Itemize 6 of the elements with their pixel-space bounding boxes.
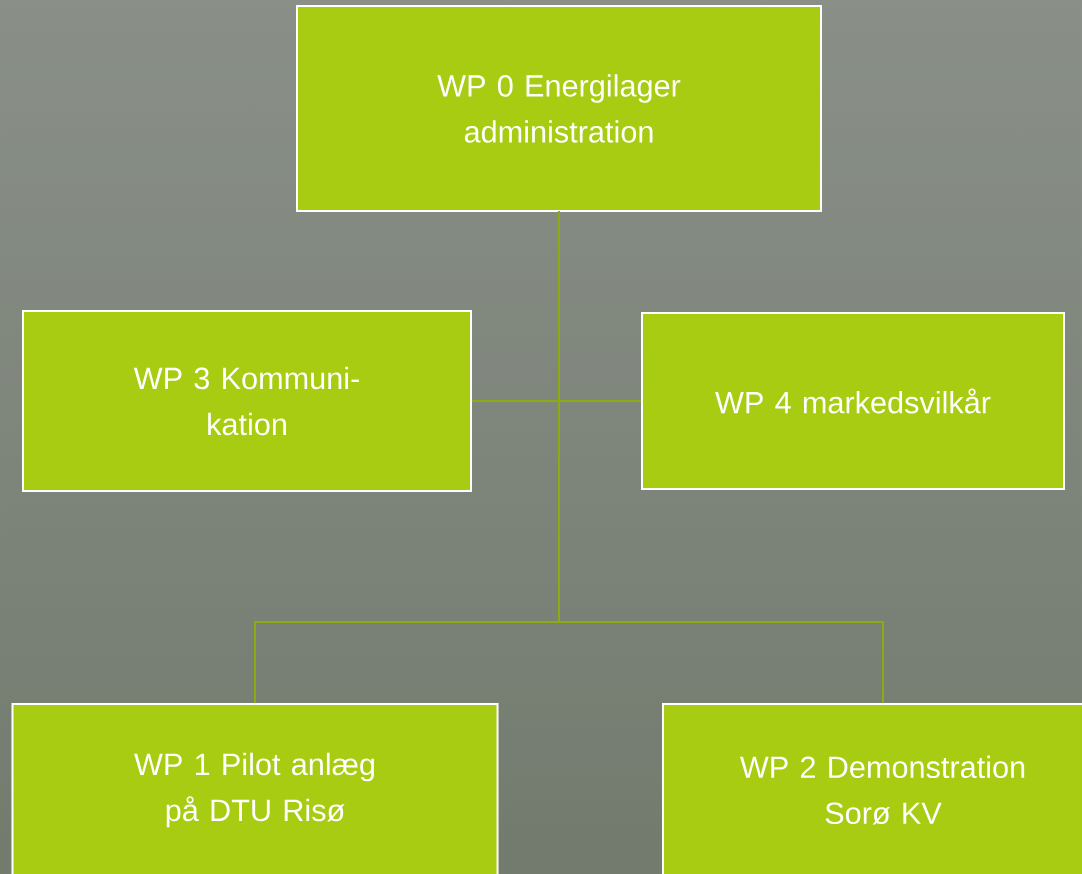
connector-line xyxy=(558,210,884,704)
work-package-box: WP 0 Energilager administration xyxy=(296,4,822,213)
work-package-box: WP 4 markedsvilkår xyxy=(641,312,1065,490)
work-package-box: WP 3 Kommuni- kation xyxy=(22,310,472,492)
work-package-box: WP 2 Demonstration Sorø KV xyxy=(662,703,1082,874)
work-package-box: WP 1 Pilot anlæg på DTU Risø xyxy=(11,703,499,874)
